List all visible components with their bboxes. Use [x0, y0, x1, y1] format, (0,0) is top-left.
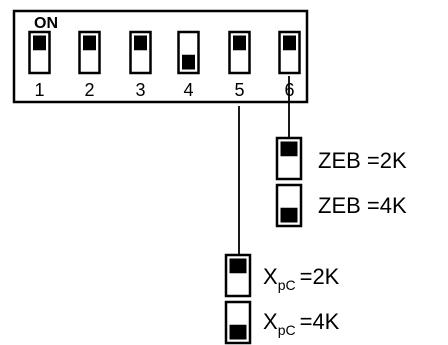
switch-number-5: 5: [234, 80, 244, 100]
switch-3-knob: [134, 35, 147, 51]
legend-zeb: [275, 136, 303, 228]
xpc-2k-sub: pC: [278, 277, 296, 293]
xpc-switch-4k: [224, 300, 252, 345]
switch-1-knob: [33, 35, 46, 51]
xpc-switch-2k: [224, 253, 252, 298]
zeb-switch-2k-knob: [280, 141, 298, 157]
switch-3: [129, 30, 152, 75]
switch-number-4: 4: [183, 80, 193, 100]
zeb-switch-4k-knob: [280, 207, 298, 223]
zeb-switch-2k: [275, 136, 303, 181]
switch-2: [78, 30, 101, 75]
xpc-switch-4k-knob: [229, 324, 247, 340]
xpc-switch-2k-knob: [229, 258, 247, 274]
switch-5-knob: [233, 35, 246, 51]
legend-xpc: [224, 253, 252, 345]
on-label: ON: [34, 15, 58, 32]
switch-number-2: 2: [84, 80, 94, 100]
xpc-2k-value: =2K: [300, 264, 340, 289]
switch-2-knob: [83, 35, 96, 51]
switch-6: [278, 30, 301, 75]
switch-4: [177, 30, 200, 75]
switch-number-3: 3: [135, 80, 145, 100]
xpc-2k-main: X: [263, 264, 278, 289]
switch-5: [228, 30, 251, 75]
switch-4-knob: [182, 54, 195, 70]
zeb-2k-label: ZEB =2K: [318, 148, 407, 173]
xpc-2k-label: XpC=2K: [263, 264, 340, 293]
switch-6-knob: [283, 35, 296, 51]
xpc-4k-main: X: [263, 309, 278, 334]
xpc-4k-value: =4K: [300, 309, 340, 334]
switch-toggles: [28, 30, 301, 75]
xpc-4k-sub: pC: [278, 322, 296, 338]
dip-switch-housing: [12, 9, 309, 104]
zeb-switch-4k: [275, 183, 303, 228]
switch-number-1: 1: [34, 80, 44, 100]
zeb-4k-label: ZEB =4K: [318, 193, 407, 218]
switch-1: [28, 30, 51, 75]
xpc-4k-label: XpC=4K: [263, 309, 340, 338]
